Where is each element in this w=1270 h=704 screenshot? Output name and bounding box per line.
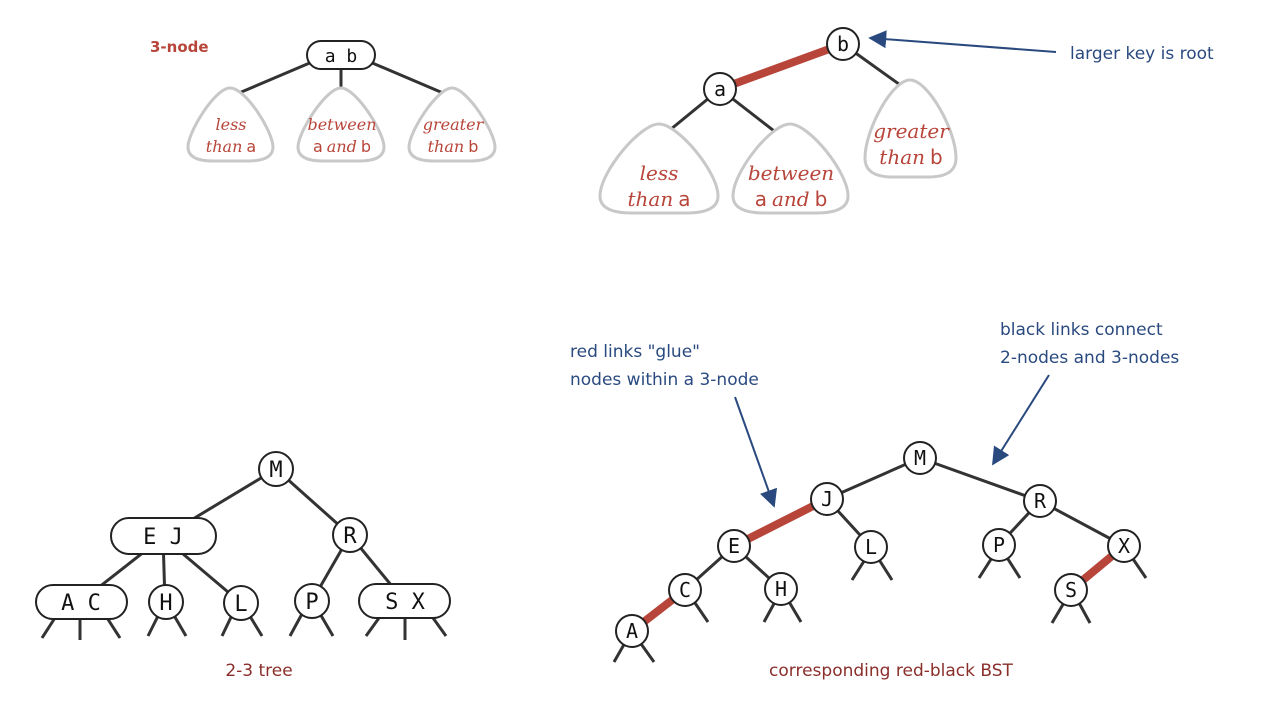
tree23-node-r [332, 517, 368, 553]
tree23-node-h-key: H [159, 591, 172, 616]
subtree-between-line2: a and b [313, 137, 371, 156]
annotation-arrow-root [868, 30, 1057, 53]
rb-node-s [1054, 573, 1088, 607]
rb-node-h-key: H [775, 577, 787, 601]
rb-subtree-between [731, 122, 850, 215]
three-node-box [306, 40, 376, 70]
rb-node-r-key: R [1034, 489, 1047, 513]
rb-node-p [982, 528, 1016, 562]
rb-node-m-key: M [914, 446, 926, 470]
rb-node-p-key: P [993, 533, 1005, 557]
three-node-diagram: 3-node a b less than a between a and b g… [150, 38, 497, 163]
annotation-black-line1: black links connect [1000, 320, 1163, 340]
rb-subtree-less [598, 122, 720, 215]
rb-node-e-key: E [728, 534, 740, 558]
rb-subtree-greater-line2: than b [879, 145, 942, 169]
rb-subtree-less-line2: than a [628, 187, 691, 211]
subtree-between-line1: between [307, 115, 376, 134]
tree23-node-m [258, 451, 294, 487]
tree23-node-p [294, 583, 330, 619]
tree23-node-ac [35, 584, 128, 620]
rb-node-m [903, 441, 937, 475]
annotation-red-line2: nodes within a 3-node [570, 370, 759, 390]
tree23-node-sx-key: S X [385, 590, 425, 615]
rb-subtree-greater [863, 78, 958, 179]
link-right [369, 60, 451, 98]
rb-node-h [764, 572, 798, 606]
link-left [231, 60, 313, 98]
rb-red-links [629, 495, 1127, 635]
tree23-node-h [148, 584, 184, 620]
tree23-node-sx [358, 583, 451, 619]
rb-node-b-key: b [837, 32, 849, 56]
rb-node-c-key: C [679, 578, 691, 602]
three-node-label: 3-node [150, 38, 209, 56]
rb-node-e [717, 529, 751, 563]
annotation-black-line2: 2-nodes and 3-nodes [1000, 348, 1179, 368]
tree23-node-l [223, 585, 259, 621]
two-three-tree: M E J R A C H L P S X 2-3 tree [35, 451, 451, 681]
tree23-node-p-key: P [305, 590, 318, 615]
red-link-b-a [718, 40, 845, 93]
tree23-node-m-key: M [269, 458, 282, 483]
rb-node-a2-key: A [626, 619, 638, 643]
rb-node-j-key: J [821, 487, 833, 511]
rb-node-r [1023, 484, 1057, 518]
subtree-between [296, 86, 386, 163]
tree23-node-l-key: L [234, 592, 247, 617]
rb-subtree-between-line1: between [748, 161, 834, 185]
subtree-less-line2: than a [206, 137, 256, 156]
annotation-arrow-black [992, 374, 1050, 466]
rb-node-l-key: L [865, 535, 877, 559]
rb-node-a-key: a [714, 77, 726, 101]
rb-subtree-between-line2: a and b [755, 187, 828, 211]
rb-node-j [810, 482, 844, 516]
tree23-node-ac-key: A C [61, 591, 101, 616]
three-node-keys: a b [325, 46, 358, 67]
annotation-arrow-red [734, 396, 778, 508]
rb-node-x-key: X [1118, 534, 1130, 558]
rb-node-b [826, 27, 860, 61]
rb-node-x [1107, 529, 1141, 563]
rb-node-l [854, 530, 888, 564]
annotation-red-line1: red links "glue" [570, 342, 700, 362]
rb-three-node-diagram: greater than b less than a between a and… [598, 27, 1214, 215]
subtree-greater [407, 86, 497, 163]
rbbst-caption: corresponding red-black BST [769, 661, 1014, 681]
tree23-node-ej [110, 517, 217, 555]
rb-subtree-greater-line1: greater [873, 119, 950, 143]
subtree-less-line1: less [215, 115, 246, 134]
tree23-node-r-key: R [343, 524, 357, 549]
rb-node-a [703, 72, 737, 106]
rb-node-s-key: S [1065, 578, 1077, 602]
subtree-less [186, 86, 275, 163]
subtree-greater-line1: greater [423, 115, 485, 134]
subtree-greater-line2: than b [428, 137, 479, 156]
annotation-larger-key: larger key is root [1070, 44, 1214, 64]
rb-node-c [668, 573, 702, 607]
rb-node-a2 [615, 614, 649, 648]
tree23-caption: 2-3 tree [225, 661, 292, 681]
tree23-node-ej-key: E J [143, 525, 183, 550]
rb-subtree-less-line1: less [640, 161, 679, 185]
red-black-bst: M J R E L P X C H S A red links "glue" n… [570, 320, 1179, 681]
